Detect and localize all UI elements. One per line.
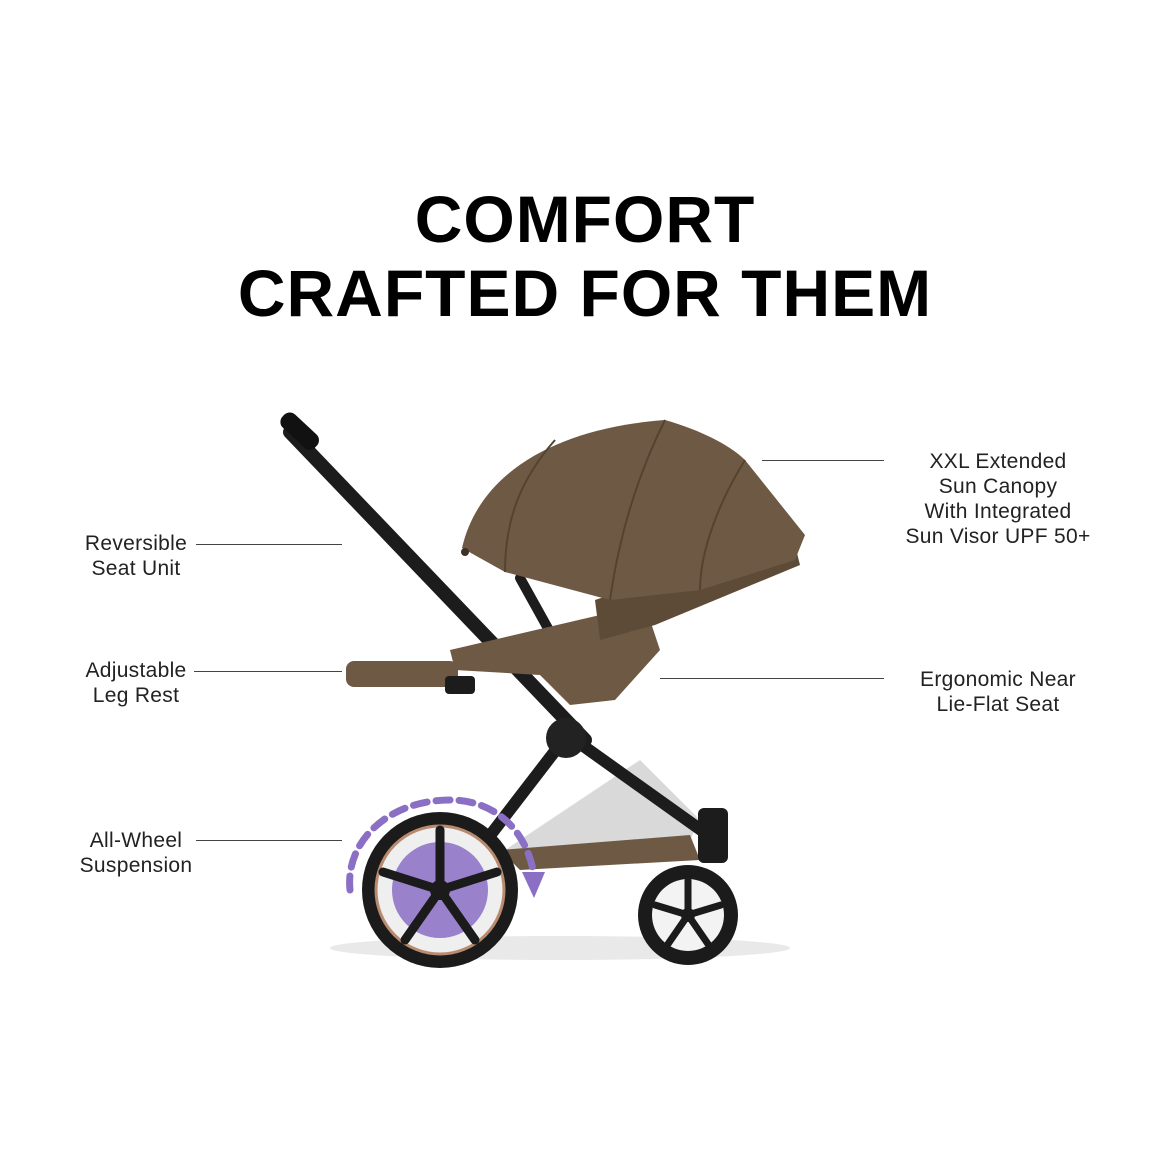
callout-seat-line-2: Lie-Flat Seat bbox=[936, 693, 1060, 716]
callout-leg-rest: Adjustable Leg Rest bbox=[62, 658, 210, 708]
callout-suspension-line-1: All-Wheel bbox=[89, 829, 183, 852]
callout-canopy-line-1: XXL Extended bbox=[929, 450, 1067, 473]
canopy-button bbox=[461, 548, 469, 556]
leader-line-leg-rest bbox=[194, 671, 342, 672]
callout-canopy: XXL Extended Sun Canopy With Integrated … bbox=[880, 449, 1116, 549]
front-leg bbox=[569, 734, 721, 846]
headline-line-1: COMFORT bbox=[414, 182, 756, 256]
suspension-arrowhead bbox=[522, 872, 545, 898]
headline: COMFORT CRAFTED FOR THEM bbox=[0, 182, 1170, 330]
callout-seat-line-1: Ergonomic Near bbox=[920, 668, 1076, 691]
handle-bar-frame bbox=[283, 425, 592, 747]
front-wheel-hub bbox=[681, 908, 695, 922]
canopy-panel-1 bbox=[504, 439, 556, 573]
canopy-panel-2 bbox=[609, 419, 666, 601]
callout-canopy-line-4: Sun Visor UPF 50+ bbox=[905, 525, 1091, 548]
callout-suspension: All-Wheel Suspension bbox=[62, 828, 210, 878]
leader-line-seat bbox=[660, 678, 884, 679]
leg-rest-bracket bbox=[445, 676, 475, 694]
callout-seat-unit-line-1: Reversible bbox=[84, 532, 188, 555]
suspension-arc-arrow bbox=[346, 796, 537, 894]
callout-seat-unit-line-2: Seat Unit bbox=[91, 557, 181, 580]
headline-line-2: CRAFTED FOR THEM bbox=[237, 256, 933, 330]
callout-leg-rest-line-1: Adjustable bbox=[85, 659, 187, 682]
handle-grip bbox=[280, 412, 319, 450]
basket-tray bbox=[500, 835, 700, 870]
leader-line-seat-unit bbox=[196, 544, 342, 545]
basket bbox=[505, 760, 700, 850]
canopy-panel-3 bbox=[699, 459, 746, 591]
leader-line-canopy bbox=[762, 460, 884, 461]
canopy bbox=[462, 420, 805, 600]
leg-rest bbox=[346, 661, 458, 687]
callout-seat: Ergonomic Near Lie-Flat Seat bbox=[890, 667, 1106, 717]
callout-canopy-line-3: With Integrated bbox=[924, 500, 1072, 523]
front-fork bbox=[698, 808, 728, 863]
callout-leg-rest-line-2: Leg Rest bbox=[92, 684, 180, 707]
rear-wheel-hub bbox=[430, 880, 450, 900]
hub-joint bbox=[546, 718, 586, 758]
callout-suspension-line-2: Suspension bbox=[79, 854, 193, 877]
callout-canopy-line-2: Sun Canopy bbox=[938, 475, 1058, 498]
leader-line-suspension bbox=[196, 840, 342, 841]
callout-seat-unit: Reversible Seat Unit bbox=[62, 531, 210, 581]
